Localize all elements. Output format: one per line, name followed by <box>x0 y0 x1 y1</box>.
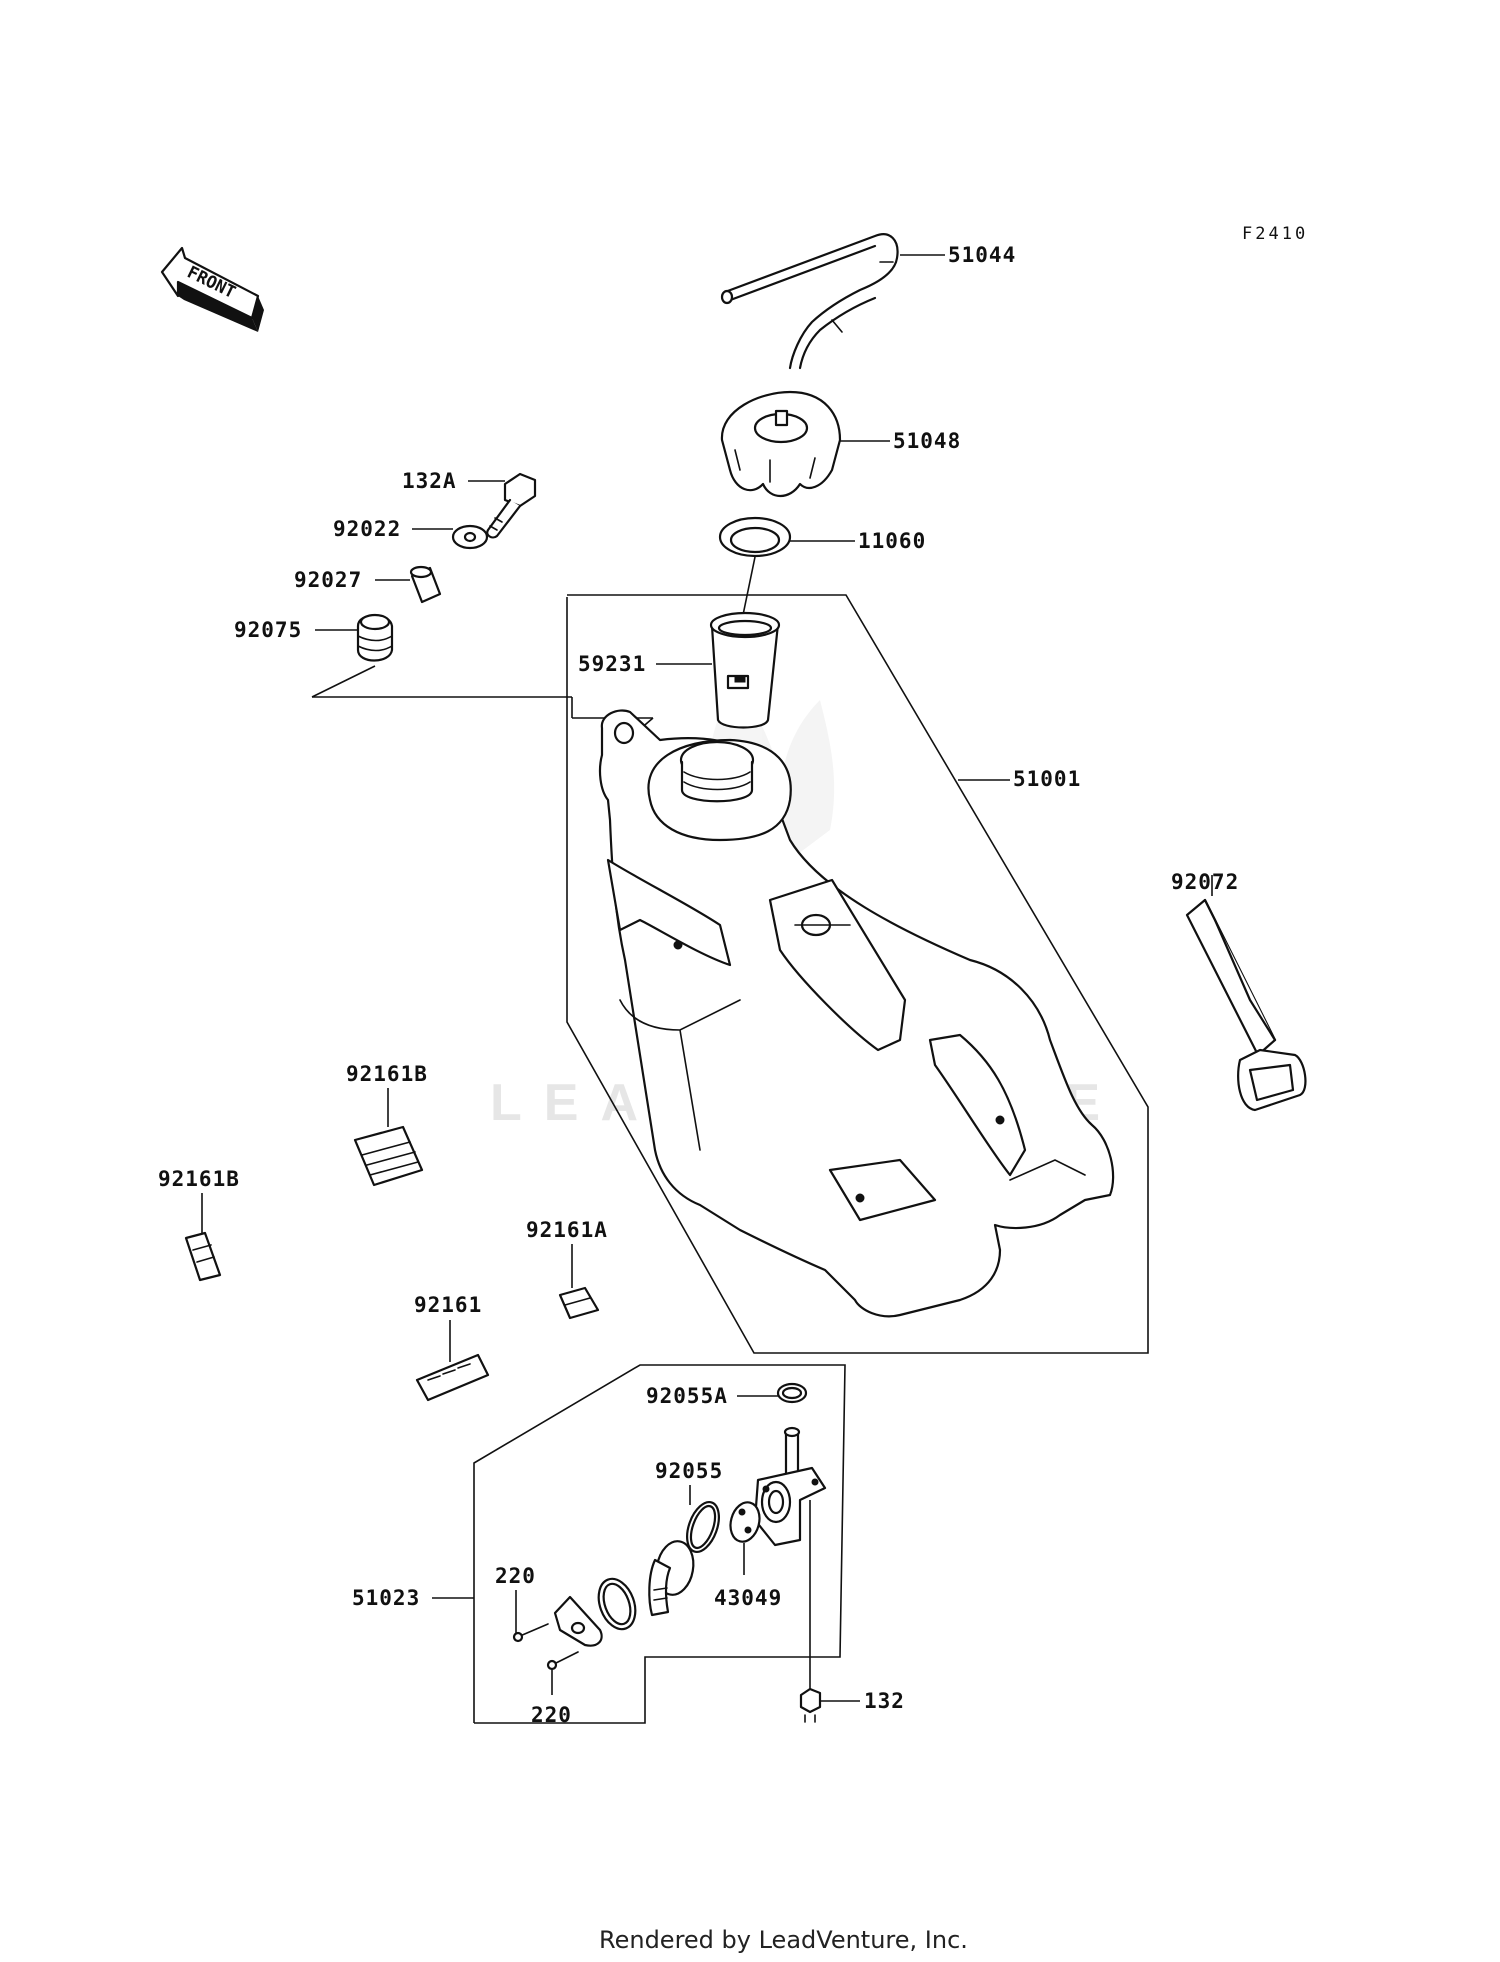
part-92161[interactable] <box>415 1353 490 1402</box>
part-51048-fuel-cap[interactable] <box>720 390 842 498</box>
label-92072[interactable]: 92072 <box>1171 870 1239 894</box>
footer-credit: Rendered by LeadVenture, Inc. <box>599 1926 968 1954</box>
part-92055A-o-ring[interactable] <box>776 1382 808 1404</box>
part-51044-hose[interactable] <box>720 233 899 370</box>
part-51001-fuel-tank[interactable] <box>598 709 1115 1318</box>
leader-92075-to-tank <box>311 665 376 698</box>
part-92022-washer[interactable] <box>451 524 489 550</box>
part-220-screw-bottom[interactable] <box>546 1651 579 1671</box>
part-fuel-cock-plate[interactable] <box>553 1595 603 1647</box>
part-92161B-left[interactable] <box>184 1231 222 1282</box>
part-220-screw-top[interactable] <box>512 1623 549 1643</box>
part-92072-strap[interactable] <box>1185 898 1307 1112</box>
label-92161B-left[interactable]: 92161B <box>158 1167 240 1191</box>
label-92075[interactable]: 92075 <box>234 618 302 642</box>
label-92161B-top[interactable]: 92161B <box>346 1062 428 1086</box>
label-92161[interactable]: 92161 <box>414 1293 482 1317</box>
label-59231[interactable]: 59231 <box>578 652 646 676</box>
part-92075-grommet[interactable] <box>356 613 394 662</box>
assembly-outline-51001 <box>566 594 1149 1354</box>
part-fuel-cock-lever[interactable] <box>648 1538 697 1617</box>
label-220-bottom[interactable]: 220 <box>531 1703 572 1727</box>
leader-11060-to-filler <box>742 556 756 616</box>
label-51001[interactable]: 51001 <box>1013 767 1081 791</box>
label-11060[interactable]: 11060 <box>858 529 926 553</box>
label-92055[interactable]: 92055 <box>655 1459 723 1483</box>
part-59231-filler-neck[interactable] <box>709 611 781 729</box>
part-132A-bolt[interactable] <box>486 472 537 539</box>
part-92161B-top[interactable] <box>353 1125 424 1187</box>
part-fuel-cock-o-ring[interactable] <box>592 1574 642 1634</box>
label-92161A[interactable]: 92161A <box>526 1218 608 1242</box>
label-92055A[interactable]: 92055A <box>646 1384 728 1408</box>
label-220-top[interactable]: 220 <box>495 1564 536 1588</box>
part-11060-gasket[interactable] <box>718 516 792 558</box>
label-51048[interactable]: 51048 <box>893 429 961 453</box>
label-92022[interactable]: 92022 <box>333 517 401 541</box>
part-132-bolt[interactable] <box>799 1500 822 1723</box>
diagram-code: F2410 <box>1242 224 1308 244</box>
part-92161A[interactable] <box>558 1286 600 1320</box>
label-132[interactable]: 132 <box>864 1689 905 1713</box>
label-132A[interactable]: 132A <box>402 469 457 493</box>
part-43049-diaphragm[interactable] <box>726 1499 763 1545</box>
label-51044[interactable]: 51044 <box>948 243 1016 267</box>
part-92027-collar[interactable] <box>409 565 442 604</box>
part-fuel-cock-body[interactable] <box>753 1426 827 1547</box>
label-92027[interactable]: 92027 <box>294 568 362 592</box>
label-51023[interactable]: 51023 <box>352 1586 420 1610</box>
part-92055-o-ring[interactable] <box>681 1498 725 1556</box>
label-43049[interactable]: 43049 <box>714 1586 782 1610</box>
assembly-outline-51023 <box>473 1364 846 1724</box>
front-arrow-icon: FRONT <box>160 246 264 332</box>
